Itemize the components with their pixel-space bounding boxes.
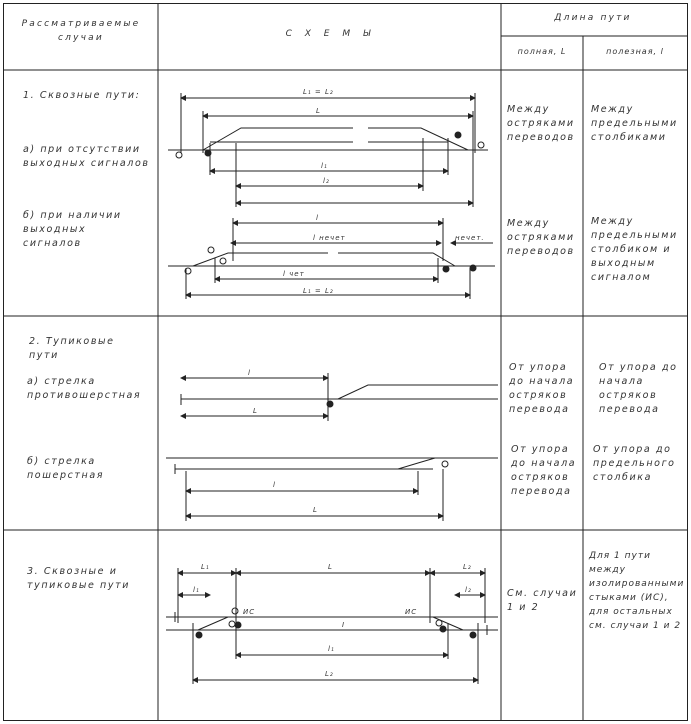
scheme-3 [166, 568, 498, 684]
label-3-is-right: ИС [405, 608, 417, 616]
row1-title: 1. Сквозные пути: [23, 90, 141, 101]
header-full: полная, L [517, 47, 567, 56]
scheme-1a [168, 93, 488, 207]
label-1b-lodd: l нечет [313, 234, 346, 242]
row2-useful-a: От упора до начала остряков перевода [599, 362, 678, 415]
label-1a-L: L [316, 107, 321, 115]
row2-full-b: От упора до начала остряков перевода [511, 444, 577, 497]
scheme-2a [180, 373, 498, 421]
row2-full-a: От упора до начала остряков перевода [509, 362, 575, 415]
row1-full-b: Между остряками переводов [507, 218, 575, 257]
row1-case-b: б) при наличии выходных сигналов [23, 210, 122, 249]
label-1b-l: l [316, 214, 319, 222]
label-3-one: I [342, 621, 345, 629]
row2-useful-b: От упора до предельного столбика [593, 444, 676, 483]
label-1a-l2: l₂ [323, 177, 330, 185]
label-3-Ltop: L [328, 563, 333, 571]
row2-case-b: б) стрелка пошерстная [27, 456, 105, 481]
row1-useful-b: Между предельными столбиком и выходным с… [591, 216, 678, 283]
label-2a-L: L [253, 407, 258, 415]
label-1a-l1: l₁ [321, 162, 328, 170]
row1-full-a: Между остряками переводов [507, 104, 575, 143]
row1-useful-a: Между предельными столбиками [591, 104, 678, 143]
row1-case-a: а) при отсутствии выходных сигналов [23, 144, 150, 169]
label-1b-L: L₁ = L₂ [303, 287, 334, 295]
label-1b-dir: нечет. [455, 234, 485, 242]
row3-useful: Для 1 пути между изолированными стыками … [589, 551, 685, 631]
label-3-llow: l₁ [328, 645, 335, 653]
label-1a-top: L₁ = L₂ [303, 88, 334, 96]
label-3-L2: L₂ [463, 563, 472, 571]
label-3-is-left: ИС [243, 608, 255, 616]
label-3-l2: l₂ [465, 586, 472, 594]
row2-title: 2. Тупиковые пути [29, 336, 115, 361]
label-3-L1: L₁ [201, 563, 210, 571]
table-border [3, 3, 688, 721]
header-cases: Рассматриваемые случаи [21, 19, 141, 43]
label-1b-leven: l чет [283, 270, 305, 278]
row2-case-a: а) стрелка противошерстная [27, 376, 142, 401]
label-3-l1: l₁ [193, 586, 200, 594]
scheme-1b [168, 218, 495, 299]
label-3-Llow: L₂ [325, 670, 334, 678]
row3-full: См. случаи 1 и 2 [507, 588, 578, 613]
table-and-schemes: L₁ = L₂ L l₁ l₂ l l нечет l чет L₁ = L₂ … [3, 3, 688, 721]
scheme-2b [166, 457, 498, 521]
header-schemes: С Х Е М Ы [285, 29, 376, 39]
track-length-table: L₁ = L₂ L l₁ l₂ l l нечет l чет L₁ = L₂ … [3, 3, 688, 721]
header-useful: полезная, l [606, 47, 664, 56]
label-2b-l: l [273, 481, 276, 489]
row3-title: 3. Сквозные и тупиковые пути [27, 566, 130, 591]
label-2b-L: L [313, 506, 318, 514]
header-length: Длина пути [554, 13, 632, 23]
label-2a-l: l [248, 369, 251, 377]
